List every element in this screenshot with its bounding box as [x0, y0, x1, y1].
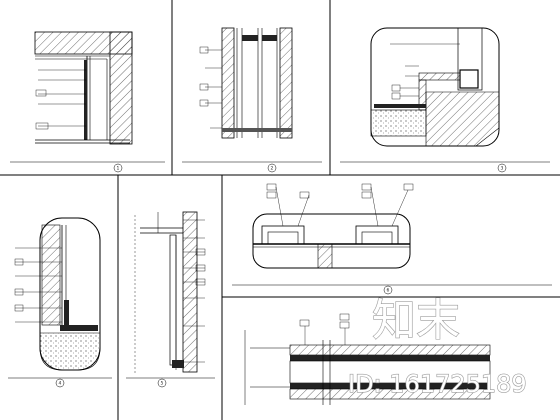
- panel-6-number: 6: [387, 288, 390, 294]
- detail-panel-6: 6: [232, 183, 552, 295]
- detail-panel-3: 3: [340, 27, 550, 173]
- watermark: 知末 ID: 161725189: [347, 294, 527, 398]
- detail-panel-5: 5: [126, 211, 215, 388]
- watermark-id: ID: 161725189: [348, 370, 527, 398]
- panel-4-number: 4: [59, 381, 62, 387]
- panel-2-number: 2: [271, 166, 274, 172]
- panel-1-number: 1: [117, 166, 120, 172]
- detail-panel-7: [244, 313, 491, 405]
- watermark-brand: 知末: [372, 295, 460, 346]
- detail-panel-4: 4: [8, 217, 112, 388]
- panel-5-number: 5: [161, 381, 164, 387]
- detail-panel-2: 2: [182, 27, 322, 173]
- panel-3-number: 3: [501, 166, 504, 172]
- detail-panel-1: 1: [10, 31, 165, 173]
